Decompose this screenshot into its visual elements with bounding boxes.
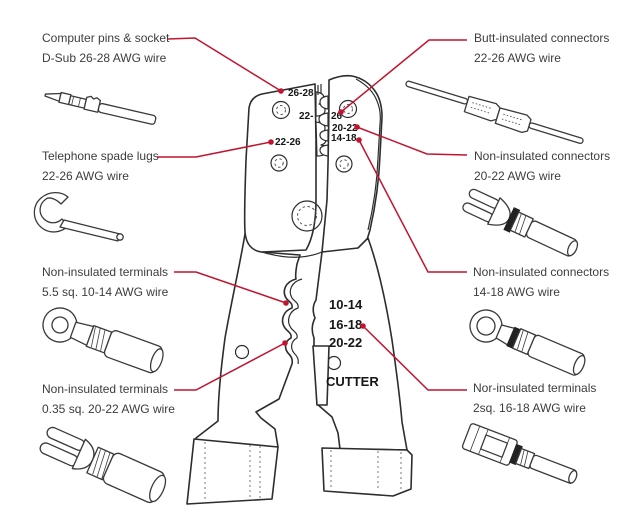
callout-connectors-1418: Non-insulated connectors 14-18 AWG wire	[473, 263, 609, 302]
callout-title: Telephone spade lugs	[42, 149, 159, 163]
callout-title: Computer pins & socket	[42, 31, 170, 45]
tool-grip-seams	[204, 442, 402, 501]
leader-butt-connectors	[340, 39, 467, 113]
tool-head-left-plate	[243, 83, 317, 253]
tool-right-grip	[321, 447, 413, 497]
die-label-20-22: 20-22	[332, 123, 358, 134]
tool-left-grip	[186, 438, 279, 505]
callout-computer-pins: Computer pins & socket D-Sub 26-28 AWG w…	[42, 29, 169, 68]
tool-handle-rivet-left	[234, 344, 250, 360]
leader-dot-connectors-2022	[354, 124, 360, 130]
quick-disconnect-illustration	[461, 423, 578, 484]
crimp-label-20-22: 20-22	[329, 335, 362, 350]
callout-subtitle: 22-26 AWG wire	[42, 168, 129, 183]
leader-connectors-1418	[358, 139, 467, 273]
ring-connector-illustration	[469, 309, 586, 376]
leader-terminals-1014	[174, 271, 287, 304]
leader-dot-terminals-1014	[283, 300, 289, 306]
tool-slot-top-lines	[317, 84, 322, 95]
crimping-tool-illustration: 26-28 22- 26 20-22 14-18 22-26 10-14 16-…	[186, 74, 413, 505]
callout-subtitle: 22-26 AWG wire	[474, 50, 561, 65]
callout-butt-connectors: Butt-insulated connectors 22-26 AWG wire	[474, 29, 609, 68]
callout-title: Non-insulated connectors	[473, 265, 610, 279]
ring-terminal-illustration	[42, 307, 164, 374]
tool-pivot-bolt	[291, 200, 323, 232]
callout-telephone-lugs: Telephone spade lugs 22-26 AWG wire	[42, 147, 159, 186]
callout-subtitle: 5.5 sq. 10-14 AWG wire	[42, 284, 169, 299]
leader-dot-connectors-1418	[356, 137, 362, 143]
callout-terminals-2022: Non-insulated terminals 0.35 sq. 20-22 A…	[42, 380, 175, 419]
tool-rivets	[270, 99, 358, 173]
butt-connector-illustration	[405, 80, 584, 144]
die-label-26-28: 26-28	[288, 88, 314, 99]
callout-subtitle: 20-22 AWG wire	[474, 168, 561, 183]
fork-connector-illustration	[462, 188, 579, 257]
crimp-label-10-14: 10-14	[329, 297, 363, 312]
callout-title: Non-insulated terminals	[42, 382, 169, 396]
leader-computer-pins	[167, 37, 282, 92]
leader-terminals-1618	[362, 325, 467, 391]
leader-dot-telephone-lugs	[268, 139, 274, 145]
leader-dot-computer-pins	[278, 88, 284, 94]
callout-title: Non-insulated terminals	[42, 265, 169, 279]
callout-subtitle: 2sq. 16-18 AWG wire	[473, 400, 586, 415]
leader-lines	[157, 37, 468, 391]
callout-terminals-1618: Nor-insulated terminals 2sq. 16-18 AWG w…	[473, 379, 596, 418]
callout-title: Butt-insulated connectors	[474, 31, 610, 45]
callout-connectors-2022: Non-insulated connectors 20-22 AWG wire	[474, 147, 610, 186]
tool-die-right-1	[319, 95, 329, 110]
leader-connectors-2022	[356, 126, 468, 156]
callout-title: Nor-insulated terminals	[473, 381, 597, 395]
die-label-22-26: 22-26	[275, 137, 301, 148]
leader-terminals-2022	[174, 342, 286, 391]
die-label-14-18: 14-18	[331, 133, 357, 144]
callout-subtitle: 14-18 AWG wire	[473, 284, 560, 299]
crimp-label-16-18: 16-18	[329, 317, 362, 332]
tool-stripper-die-parallel-line	[288, 278, 303, 365]
callout-subtitle: D-Sub 26-28 AWG wire	[42, 50, 167, 65]
tool-right-lever	[311, 237, 408, 451]
callout-subtitle: 0.35 sq. 20-22 AWG wire	[42, 401, 175, 416]
leader-telephone-lugs	[157, 141, 272, 158]
leader-dot-terminals-1618	[360, 323, 366, 329]
leader-dot-butt-connectors	[338, 109, 344, 115]
callout-terminals-1014: Non-insulated terminals 5.5 sq. 10-14 AW…	[42, 263, 168, 302]
tool-die-right-2	[318, 112, 329, 127]
side-illustrations	[33, 80, 586, 504]
die-label-22: 22-	[299, 111, 313, 122]
tool-left-lever	[195, 227, 301, 448]
tool-head-bottom-seam	[261, 251, 323, 258]
computer-pin-illustration	[44, 91, 157, 125]
die-label-26: 26	[331, 111, 343, 122]
fork-terminal-illustration	[39, 426, 167, 504]
leader-dot-terminals-2022	[282, 340, 288, 346]
cutter-label: CUTTER	[326, 374, 379, 389]
spade-lug-illustration	[33, 191, 124, 242]
tool-die-right-4	[319, 144, 329, 157]
tool-head-right-edge-line	[355, 78, 381, 231]
callout-title: Non-insulated connectors	[474, 149, 611, 163]
tool-die-right-3	[319, 129, 329, 142]
tool-cutter-blade	[312, 345, 330, 406]
